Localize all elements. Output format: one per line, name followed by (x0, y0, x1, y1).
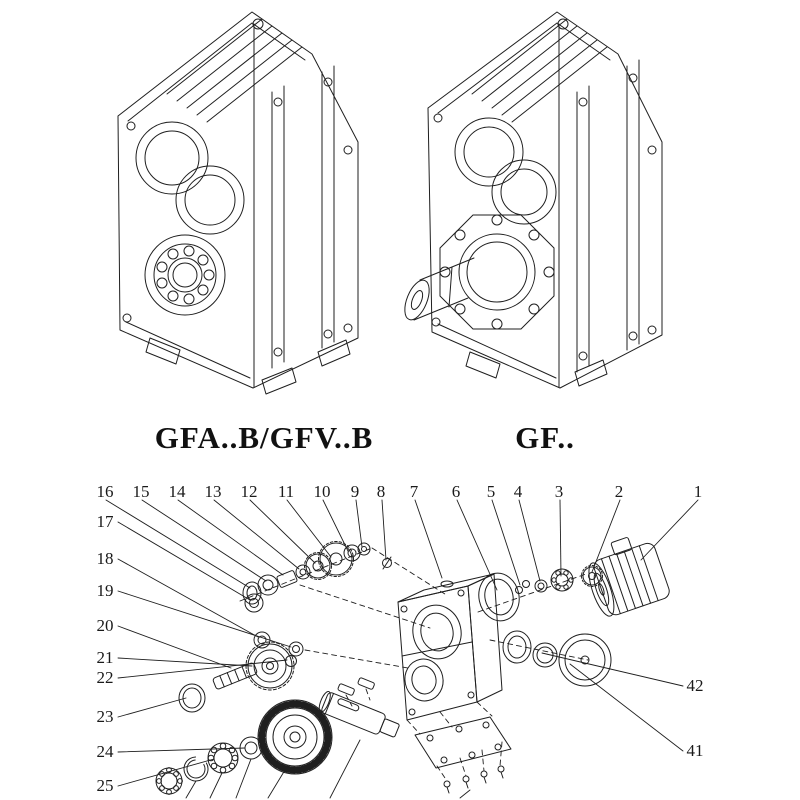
spacer-sleeve (276, 570, 298, 588)
small-gear (304, 552, 332, 580)
leader-lines (105, 499, 699, 799)
lifting-hole (557, 18, 569, 30)
output-bearing (144, 234, 226, 316)
model-label-gfab-gfvb: GFA..B/GFV..B (154, 420, 374, 455)
pinion-shaft (212, 662, 258, 690)
gear-bores (135, 121, 245, 235)
callout-9: 9 (350, 482, 360, 501)
left-gearbox-drawing (117, 11, 359, 395)
callout-16: 16 (96, 482, 114, 501)
output-shaft (404, 257, 475, 321)
snap-ring (183, 756, 209, 782)
input-shaft-parts (242, 541, 392, 605)
callout-4: 4 (513, 482, 523, 501)
callout-14: 14 (168, 482, 186, 501)
callout-42: 42 (686, 676, 704, 695)
motor-pinion (581, 565, 603, 587)
input-gear (318, 541, 354, 577)
callout-1: 1 (693, 482, 703, 501)
callout-23: 23 (96, 707, 114, 726)
callout-22: 22 (96, 668, 114, 687)
output-flange (439, 214, 555, 330)
callout-25: 25 (96, 776, 114, 795)
callout-12: 12 (240, 482, 258, 501)
motor (588, 537, 670, 617)
ball-bearing (207, 742, 239, 774)
output-gear (257, 699, 333, 775)
callout-17: 17 (96, 512, 114, 531)
callout-15: 15 (132, 482, 150, 501)
bottom-plate (414, 716, 512, 794)
end-cover (558, 633, 612, 687)
callout-24: 24 (96, 742, 114, 761)
callout-6: 6 (451, 482, 461, 501)
roller-ring (155, 767, 183, 795)
exploded-view (105, 499, 699, 799)
oil-seal (178, 683, 206, 713)
callout-7: 7 (409, 482, 419, 501)
shaft-key (357, 677, 375, 690)
callout-8: 8 (376, 482, 386, 501)
screws (443, 765, 505, 794)
shaft-key (337, 683, 355, 696)
input-side-parts (478, 565, 612, 687)
model-label-gf: GF.. (515, 420, 575, 455)
callout-5: 5 (486, 482, 496, 501)
input-bearing (550, 568, 574, 592)
callout-18: 18 (96, 549, 114, 568)
callout-10: 10 (313, 482, 331, 501)
callout-3: 3 (554, 482, 564, 501)
callout-2: 2 (614, 482, 624, 501)
right-gearbox-drawing (404, 11, 663, 389)
callout-21: 21 (96, 648, 114, 667)
callout-11: 11 (277, 482, 295, 501)
output-shaft (318, 690, 400, 738)
output-shaft-parts (155, 677, 400, 795)
lifting-hole (252, 18, 264, 30)
callout-41: 41 (686, 741, 704, 760)
gear-bores (454, 117, 557, 225)
callout-19: 19 (96, 581, 114, 600)
callout-20: 20 (96, 616, 114, 635)
gearbox-housing (397, 573, 503, 721)
callout-13: 13 (204, 482, 222, 501)
intermediate-shaft-parts (178, 593, 304, 713)
intermediate-gear (245, 641, 295, 691)
